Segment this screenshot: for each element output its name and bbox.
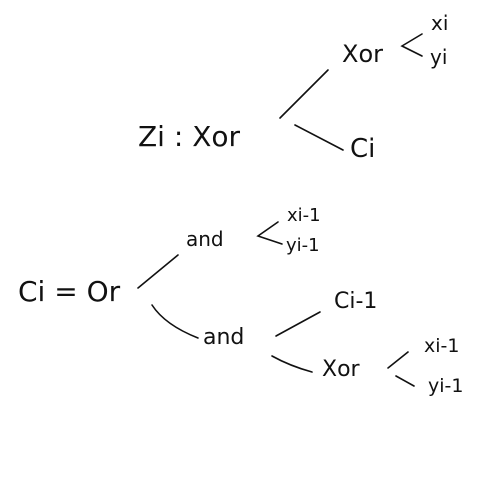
tree2-and-bottom: and bbox=[203, 325, 244, 350]
tree2-xor-child-y: yi-1 bbox=[428, 375, 463, 397]
tree1-xor-child-x: xi bbox=[431, 11, 448, 35]
tree1-edge-root-carry bbox=[294, 124, 344, 151]
tree2-edge-root-and-top bbox=[137, 254, 179, 289]
tree1-edge-root-xor bbox=[279, 69, 329, 119]
tree2-and-top-fork bbox=[256, 221, 283, 245]
tree2-edge-and-xor bbox=[271, 355, 313, 373]
tree1-xor-child-y: yi bbox=[430, 45, 447, 69]
tree2-xor: Xor bbox=[322, 357, 361, 382]
tree2-xor-child-x: xi-1 bbox=[424, 335, 459, 357]
tree2-and-top-child-y: yi-1 bbox=[286, 235, 320, 256]
tree1-root: Zi : Xor bbox=[138, 120, 241, 153]
tree2-xor-edge-x bbox=[387, 351, 409, 369]
tree2-and-top: and bbox=[186, 227, 224, 251]
tree1-xor: Xor bbox=[342, 40, 383, 68]
tree2-and-top-child-x: xi-1 bbox=[287, 205, 321, 226]
tree2-edge-and-carry bbox=[275, 311, 321, 337]
tree1-xor-fork bbox=[400, 33, 423, 57]
tree2-edge-root-and-bottom bbox=[151, 304, 199, 339]
tree2-carry-prev: Ci-1 bbox=[334, 289, 377, 314]
tree2-root: Ci = Or bbox=[18, 275, 121, 308]
tree1-carry: Ci bbox=[350, 134, 375, 164]
tree2-xor-edge-y bbox=[395, 375, 415, 387]
